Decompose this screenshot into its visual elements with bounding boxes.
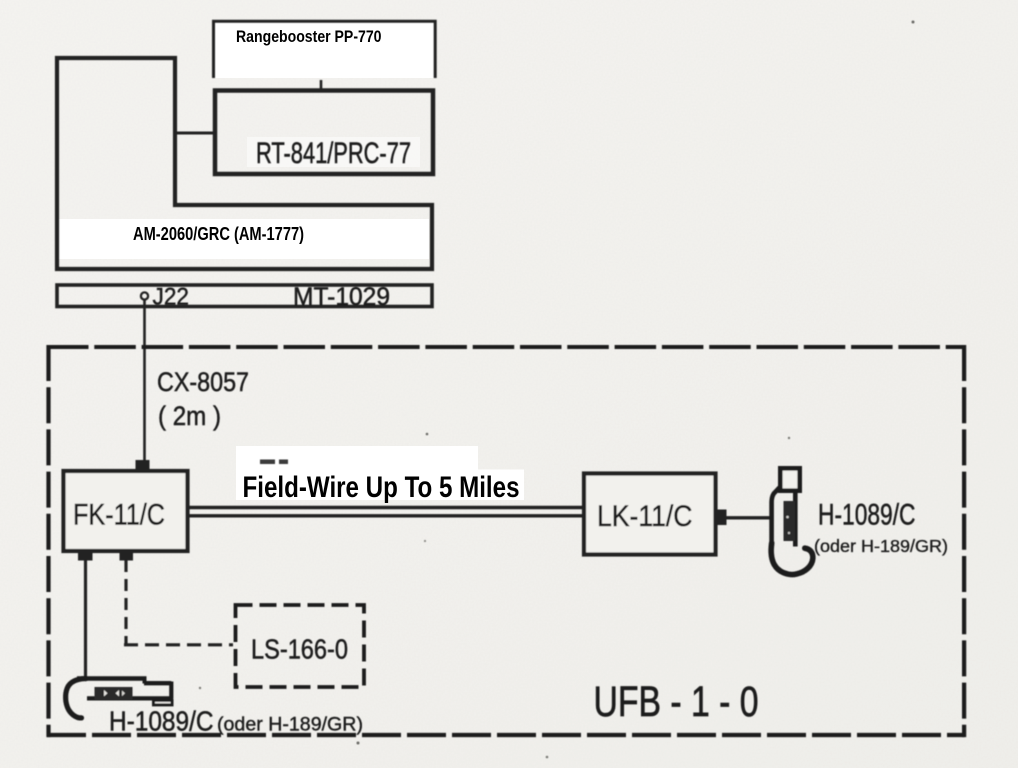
svg-text:( 2m ): ( 2m ) bbox=[158, 401, 221, 431]
svg-text:(oder H-189/GR): (oder H-189/GR) bbox=[814, 536, 948, 556]
svg-text:FK-11/C: FK-11/C bbox=[73, 499, 165, 532]
svg-text:MT-1029: MT-1029 bbox=[293, 283, 390, 311]
svg-text:CX-8057: CX-8057 bbox=[157, 367, 249, 397]
svg-text:Field-Wire Up To 5 Miles: Field-Wire Up To 5 Miles bbox=[243, 471, 520, 504]
svg-text:LS-166-0: LS-166-0 bbox=[251, 634, 348, 665]
svg-text:H-1089/C: H-1089/C bbox=[818, 499, 916, 532]
svg-text:Rangebooster PP-770: Rangebooster PP-770 bbox=[236, 28, 382, 46]
svg-text:UFB - 1 - 0: UFB - 1 - 0 bbox=[594, 678, 759, 726]
svg-text:AM-2060/GRC (AM-1777): AM-2060/GRC (AM-1777) bbox=[133, 223, 304, 244]
svg-text:LK-11/C: LK-11/C bbox=[597, 500, 693, 533]
svg-text:J22: J22 bbox=[153, 284, 190, 311]
svg-text:RT-841/PRC-77: RT-841/PRC-77 bbox=[256, 137, 411, 170]
svg-text:H-1089/C: H-1089/C bbox=[109, 706, 214, 737]
svg-text:(oder H-189/GR): (oder H-189/GR) bbox=[217, 715, 363, 736]
